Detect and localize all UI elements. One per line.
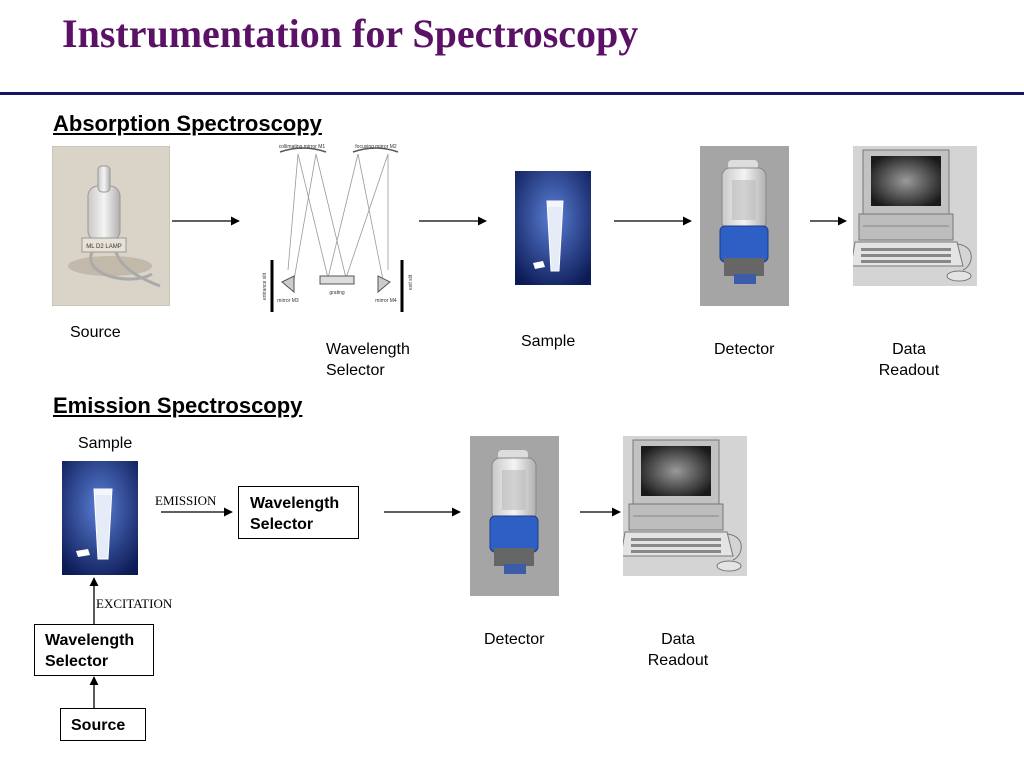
em-data-readout-computer-image [623, 436, 747, 576]
abs-detector-image [700, 146, 789, 306]
svg-text:ML D2 LAMP: ML D2 LAMP [86, 244, 121, 250]
em-detector-image [470, 436, 559, 596]
em-detector-label: Detector [484, 631, 545, 648]
svg-text:mirror M3: mirror M3 [277, 298, 299, 304]
abs-data-readout-computer-image [853, 146, 977, 286]
emission-heading: Emission Spectroscopy [53, 393, 303, 418]
excitation-label: EXCITATION [96, 596, 173, 611]
em-excitation-selector-box: Wavelength Selector [34, 624, 154, 676]
em-data-readout-label: Data Readout [647, 631, 709, 669]
abs-detector-label: Detector [714, 341, 775, 358]
svg-text:collimating mirror M1: collimating mirror M1 [279, 144, 326, 150]
svg-text:focusing mirror M2: focusing mirror M2 [355, 144, 397, 150]
page-title: Instrumentation for Spectroscopy [62, 11, 639, 56]
svg-text:grating: grating [329, 290, 345, 296]
svg-text:exit slit: exit slit [408, 274, 414, 290]
em-sample-label: Sample [78, 435, 133, 452]
monochromator-diagram: collimating mirror M1 focusing mirror M2… [258, 140, 416, 312]
absorption-heading: Absorption Spectroscopy [53, 111, 322, 136]
abs-sample-label: Sample [521, 333, 576, 350]
abs-data-readout-label: Data Readout [878, 341, 940, 379]
source-lamp-image: ML D2 LAMP [52, 146, 170, 306]
em-wavelength-selector-box: Wavelength Selector [238, 486, 359, 539]
title-divider [0, 92, 1024, 95]
emission-label: EMISSION [155, 493, 217, 508]
svg-text:entrance slit: entrance slit [262, 272, 268, 300]
abs-sample-cuvette-image [515, 171, 591, 285]
em-sample-cuvette-image [62, 461, 138, 575]
svg-text:mirror M4: mirror M4 [375, 298, 397, 304]
abs-wavelength-label: Wavelength Selector [326, 341, 410, 379]
abs-source-label: Source [70, 324, 121, 341]
em-source-box: Source [60, 708, 146, 741]
